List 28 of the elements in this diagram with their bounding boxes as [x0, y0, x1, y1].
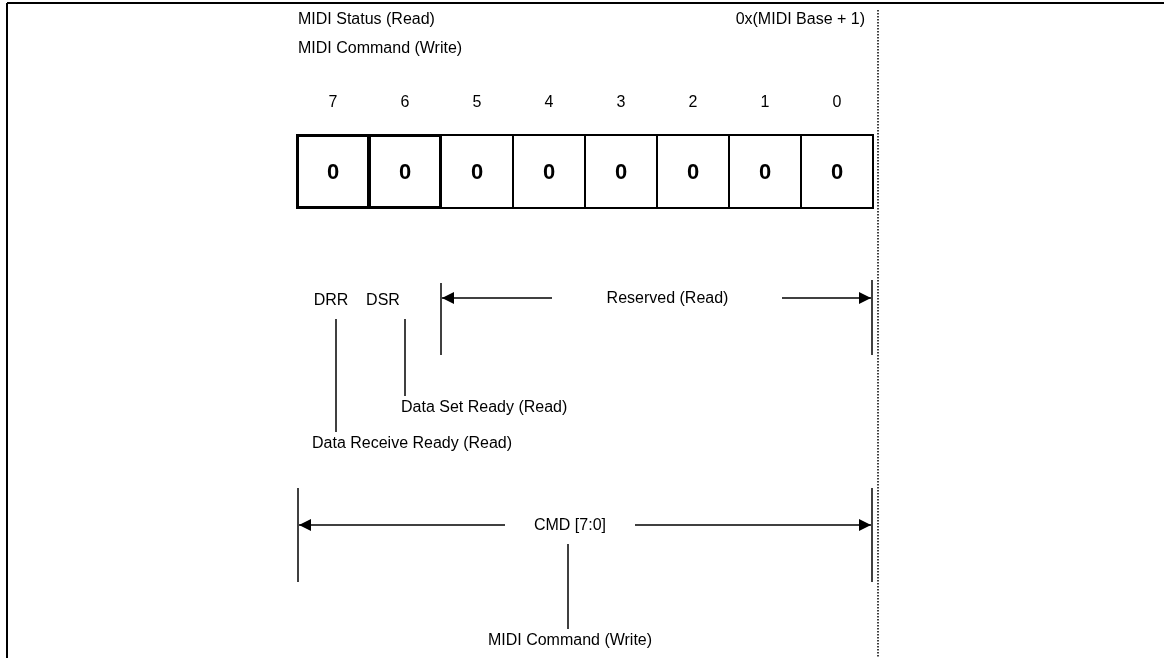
bit-number: 0	[831, 92, 843, 112]
bit-cell: 0	[657, 135, 729, 208]
bit-number: 7	[327, 92, 339, 112]
bit-cell: 0	[585, 135, 657, 208]
register-label: MIDI Status (Read)	[298, 9, 436, 29]
field-label: Data Receive Ready (Read)	[312, 432, 512, 454]
bit-cell: 0	[369, 135, 441, 208]
bit-number: 1	[759, 92, 771, 112]
field-label: Data Set Ready (Read)	[401, 396, 571, 418]
bit-cell: 0	[513, 135, 585, 208]
bit-number: 4	[543, 92, 555, 112]
bit-cell: 0	[297, 135, 369, 208]
leader-line	[567, 543, 569, 630]
bit-number: 6	[399, 92, 411, 112]
field-label: MIDI Command (Write)	[425, 629, 715, 651]
bit-cell: 0	[441, 135, 513, 208]
leader-line	[335, 318, 337, 433]
leader-line	[404, 318, 406, 397]
register-label: Reserved (Read)	[605, 288, 730, 308]
field-label: CMD [7:0]	[512, 514, 628, 536]
bit-number: 5	[471, 92, 483, 112]
field-label: DSR	[357, 289, 409, 311]
field-label: DRR	[306, 289, 356, 311]
register-label: 0x(MIDI Base + 1)	[734, 9, 865, 29]
register-label: MIDI Command (Write)	[298, 38, 464, 58]
bit-cell: 0	[729, 135, 801, 208]
bit-number: 3	[615, 92, 627, 112]
bit-number: 2	[687, 92, 699, 112]
